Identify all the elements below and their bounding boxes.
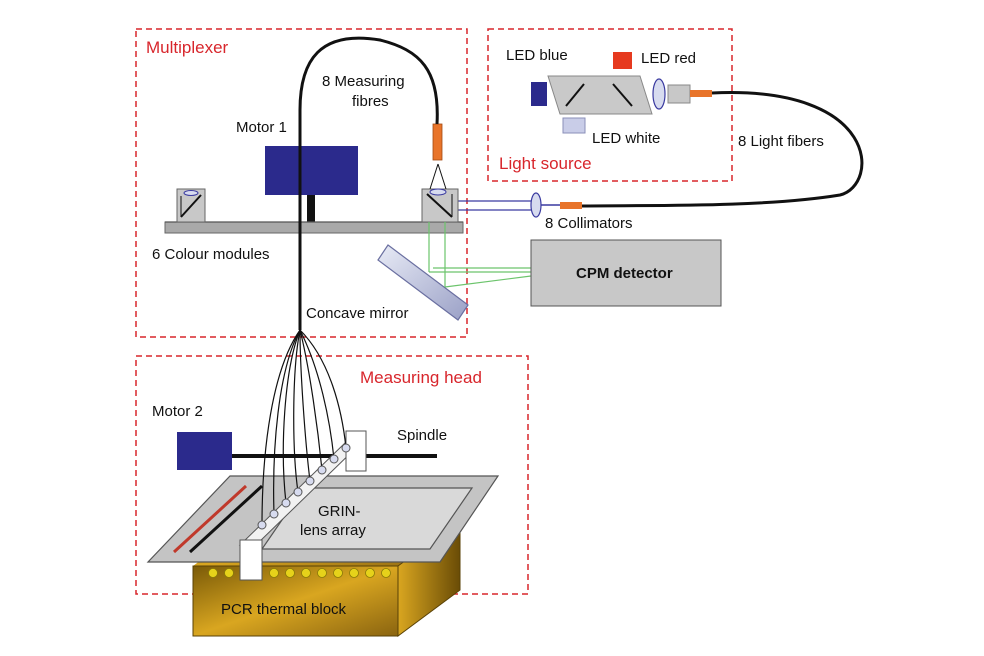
- led-red-icon: [613, 52, 632, 69]
- green-beam-4: [444, 275, 532, 288]
- light-source-label: Light source: [499, 154, 592, 173]
- active-colour-module: [421, 188, 459, 223]
- grin-label-2: lens array: [300, 522, 366, 539]
- measuring-fibres-label-1: 8 Measuring: [322, 73, 405, 90]
- multiplexer-label: Multiplexer: [146, 38, 229, 57]
- spindle-label: Spindle: [397, 427, 447, 444]
- light-source-box: [487, 28, 733, 182]
- measuring-fibres-label-2: fibres: [352, 93, 389, 110]
- pcr-thermal-block: [192, 565, 399, 637]
- cpm-detector-label: CPM detector: [576, 265, 673, 282]
- fibre-heads: [257, 443, 351, 530]
- light-fibers-label: 8 Light fibers: [738, 133, 824, 150]
- lens-cone-right: [437, 163, 447, 190]
- motor-icon: [265, 146, 358, 195]
- carriage-block-bottom: [239, 539, 263, 581]
- light-source-housing: [547, 75, 653, 115]
- colour-modules-label: 6 Colour modules: [152, 246, 270, 263]
- motor2-label: Motor 2: [152, 403, 203, 420]
- led-blue-icon: [531, 82, 547, 106]
- led-white-label: LED white: [592, 130, 660, 147]
- concave-mirror-icon: [377, 244, 469, 321]
- lens-cone-left: [429, 163, 439, 190]
- source-output-port: [667, 84, 691, 104]
- collimator-icon: [530, 192, 542, 218]
- grin-label-1: GRIN-: [318, 503, 361, 520]
- rail-red: [172, 484, 248, 554]
- led-red-label: LED red: [641, 50, 696, 67]
- collimator-connector-icon: [560, 202, 582, 209]
- rotating-plate: [164, 221, 464, 234]
- dichroic-mirror-2: [612, 83, 633, 107]
- led-white-icon: [562, 117, 586, 134]
- measuring-fibre-connector-icon: [432, 123, 443, 161]
- concave-mirror-label: Concave mirror: [306, 305, 409, 322]
- fibre-connector-icon: [690, 90, 712, 97]
- motor1-shaft: [307, 195, 315, 223]
- light-fibers-cable: [581, 91, 864, 208]
- measuring-head-label: Measuring head: [360, 368, 482, 387]
- dichroic-mirror-1: [565, 83, 585, 107]
- rail-dark: [188, 484, 264, 554]
- collimators-label: 8 Collimators: [545, 215, 633, 232]
- fibre-fan-out: [261, 329, 347, 526]
- motor2-icon: [177, 432, 232, 470]
- colour-module-icon: [176, 188, 206, 223]
- measuring-fibres-cable: [298, 36, 439, 330]
- cpm-detector: [530, 239, 722, 307]
- motor1-label: Motor 1: [236, 119, 287, 136]
- pcr-block-label: PCR thermal block: [221, 601, 347, 618]
- source-lens-icon: [652, 78, 666, 110]
- led-blue-label: LED blue: [506, 47, 568, 64]
